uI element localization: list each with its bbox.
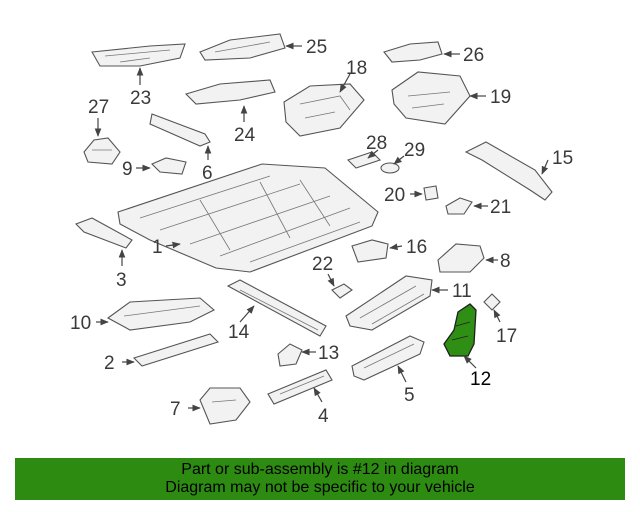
banner-line-2: Diagram may not be specific to your vehi… (165, 479, 475, 496)
callout-12: 12 (470, 369, 491, 390)
callout-16: 16 (406, 237, 427, 258)
callout-26: 26 (463, 45, 484, 66)
part-20-shape[interactable] (423, 185, 439, 201)
part-6-shape[interactable] (149, 113, 211, 147)
callout-2: 2 (104, 353, 115, 374)
part-1-shape[interactable] (117, 163, 379, 273)
callout-17: 17 (496, 326, 517, 347)
part-4-shape[interactable] (267, 369, 333, 405)
callout-5: 5 (404, 385, 415, 406)
part-23-shape[interactable] (91, 43, 186, 67)
callout-7: 7 (170, 399, 181, 420)
callout-27: 27 (88, 97, 109, 118)
callout-14: 14 (228, 322, 250, 343)
part-2-shape[interactable] (132, 333, 220, 367)
callout-23: 23 (130, 88, 151, 109)
callout-21: 21 (490, 197, 511, 218)
part-14-shape[interactable] (226, 279, 327, 337)
part-11-shape[interactable] (345, 275, 433, 331)
callout-22: 22 (312, 254, 333, 275)
banner-line-1: Part or sub-assembly is #12 in diagram (181, 461, 459, 478)
part-24-shape[interactable] (184, 79, 276, 105)
callout-13: 13 (318, 343, 339, 364)
part-27-shape[interactable] (83, 137, 121, 165)
part-21-shape[interactable] (445, 197, 473, 215)
part-28-shape[interactable] (346, 151, 382, 169)
callout-8: 8 (500, 251, 511, 272)
callout-1: 1 (152, 237, 163, 258)
part-26-shape[interactable] (383, 41, 443, 63)
part-10-shape[interactable] (106, 297, 215, 331)
callout-29: 29 (404, 140, 425, 161)
callout-3: 3 (116, 270, 127, 291)
callout-18: 18 (346, 58, 367, 79)
callout-9: 9 (122, 159, 133, 180)
part-7-shape[interactable] (199, 387, 251, 425)
part-5-shape[interactable] (351, 335, 425, 381)
part-9-shape[interactable] (151, 157, 187, 175)
part-3-shape[interactable] (75, 217, 133, 249)
callout-28: 28 (366, 133, 387, 154)
part-19-shape[interactable] (391, 71, 471, 125)
callout-15: 15 (552, 148, 573, 169)
part-8-shape[interactable] (437, 243, 485, 273)
part-12-shape[interactable] (443, 303, 477, 357)
callout-25: 25 (306, 37, 327, 58)
part-25-shape[interactable] (199, 33, 286, 61)
part-22-shape[interactable] (331, 283, 353, 299)
part-18-shape[interactable] (283, 83, 365, 137)
part-15-shape[interactable] (464, 141, 553, 201)
callout-10: 10 (70, 313, 91, 334)
callout-19: 19 (490, 87, 511, 108)
callout-6: 6 (202, 163, 213, 184)
callout-20: 20 (384, 185, 405, 206)
callout-11: 11 (452, 281, 472, 302)
part-29-shape[interactable] (380, 162, 400, 174)
callout-24: 24 (234, 125, 256, 146)
parts-diagram: 23 25 18 26 19 24 27 6 (70, 33, 573, 427)
callout-4: 4 (318, 406, 329, 427)
part-13-shape[interactable] (277, 343, 303, 367)
part-16-shape[interactable] (351, 239, 389, 263)
part-17-shape[interactable] (483, 293, 501, 311)
info-banner: Part or sub-assembly is #12 in diagram D… (15, 458, 625, 500)
